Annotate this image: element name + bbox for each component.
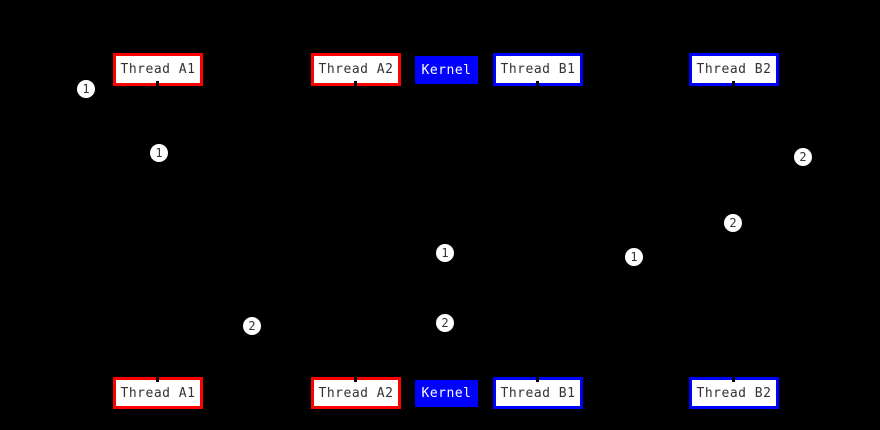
lifeline-notch (732, 376, 735, 382)
participant-box-kernel-bottom: Kernel (415, 380, 478, 407)
lifeline-notch (156, 376, 159, 382)
lifeline-notch (732, 81, 735, 87)
message-number-badge: 1 (625, 248, 643, 266)
lifeline-notch (536, 376, 539, 382)
lifeline-notch (156, 81, 159, 87)
message-number-badge: 1 (150, 144, 168, 162)
participant-box-thread-a1-top: Thread A1 (113, 53, 203, 86)
lifeline-notch (354, 376, 357, 382)
message-number-badge: 2 (794, 148, 812, 166)
lifeline-notch (536, 81, 539, 87)
lifeline-notch (354, 81, 357, 87)
message-number-badge: 1 (77, 80, 95, 98)
participant-box-thread-b1-top: Thread B1 (493, 53, 583, 86)
message-number-badge: 2 (436, 314, 454, 332)
participant-box-kernel-top: Kernel (415, 56, 478, 84)
message-number-badge: 1 (436, 244, 454, 262)
message-number-badge: 2 (243, 317, 261, 335)
message-number-badge: 2 (724, 214, 742, 232)
